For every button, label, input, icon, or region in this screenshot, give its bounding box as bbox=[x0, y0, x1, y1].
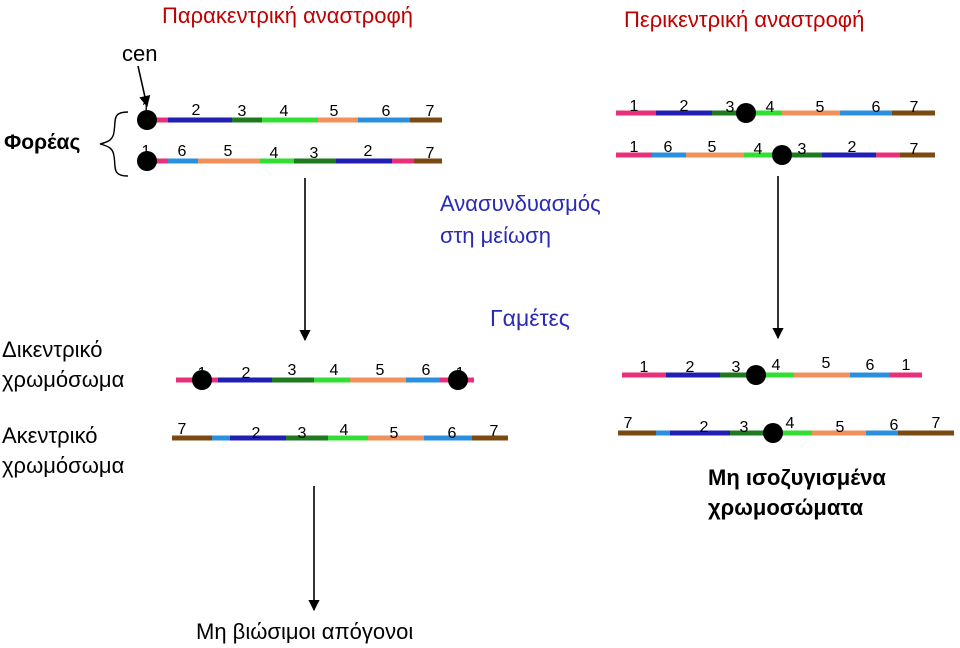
para-dicentric-label-4: 4 bbox=[330, 362, 339, 379]
para-normal-label-3: 3 bbox=[238, 103, 247, 120]
para-inverted-label-3: 5 bbox=[224, 143, 233, 160]
title-paracentric: Παρακεντρική αναστροφή bbox=[162, 3, 414, 28]
para-dicentric-label-5: 5 bbox=[376, 362, 385, 379]
para-inverted-centromere-1 bbox=[137, 151, 157, 171]
para-normal-label-4: 4 bbox=[280, 103, 289, 120]
para-dicentric-label-3: 3 bbox=[288, 362, 297, 379]
carrier-brace bbox=[99, 111, 129, 177]
peri-inverted-label-7: 7 bbox=[910, 141, 919, 158]
peri-normal-label-4: 4 bbox=[766, 99, 775, 116]
cen-pointer-arrow bbox=[137, 65, 151, 108]
peri-gamete-2-label-1: 7 bbox=[624, 415, 633, 432]
peri-inverted-label-6: 2 bbox=[848, 139, 857, 156]
dicentric-label-line1: Δικεντρικό bbox=[2, 337, 103, 362]
para-normal-centromere-1 bbox=[137, 110, 157, 130]
peri-gamete-1-label-4: 4 bbox=[772, 357, 781, 374]
acentric-label-line1: Ακεντρικό bbox=[2, 423, 98, 448]
gametes-label: Γαμέτες bbox=[490, 305, 570, 331]
peri-gamete-1-label-6: 6 bbox=[866, 357, 875, 374]
para-normal-label-6: 6 bbox=[382, 103, 391, 120]
para-inverted-label-5: 3 bbox=[310, 145, 319, 162]
para-dicentric-centromere-1 bbox=[192, 370, 212, 390]
peri-normal-label-2: 2 bbox=[680, 98, 689, 115]
para-acentric-label-4: 4 bbox=[340, 422, 349, 439]
para-acentric-label-5: 5 bbox=[390, 425, 399, 442]
unbalanced-label-line2: χρωμοσώματα bbox=[708, 495, 864, 520]
para-acentric-label-2: 2 bbox=[252, 425, 261, 442]
peri-gamete-2-label-4: 4 bbox=[786, 415, 795, 432]
peri-gamete-1-centromere-1 bbox=[746, 365, 766, 385]
peri-gamete-1-label-5: 5 bbox=[822, 355, 831, 372]
unbalanced-label-line1: Μη ισοζυγισμένα bbox=[708, 465, 886, 490]
para-inverted-label-2: 6 bbox=[178, 143, 187, 160]
para-normal-label-5: 5 bbox=[330, 103, 339, 120]
peri-gamete-2-label-7: 7 bbox=[932, 415, 941, 432]
peri-gamete-1-label-1: 1 bbox=[640, 359, 649, 376]
para-dicentric-label-2: 2 bbox=[242, 365, 251, 382]
peri-gamete-2-centromere-1 bbox=[763, 423, 783, 443]
para-acentric-label-7: 7 bbox=[490, 423, 499, 440]
peri-gamete-1-label-7: 1 bbox=[902, 357, 911, 374]
peri-inverted-centromere-1 bbox=[772, 145, 792, 165]
peri-gamete-2-label-3: 3 bbox=[740, 419, 749, 436]
para-inverted-label-6: 2 bbox=[364, 143, 373, 160]
carrier-label: Φορέας bbox=[4, 131, 81, 154]
peri-gamete-2-label-5: 5 bbox=[836, 419, 845, 436]
dicentric-label-line2: χρωμόσωμα bbox=[2, 367, 125, 392]
peri-gamete-2-label-6: 6 bbox=[890, 417, 899, 434]
para-normal-label-7: 7 bbox=[426, 103, 435, 120]
peri-gamete-1-label-2: 2 bbox=[686, 359, 695, 376]
recombination-label-line1: Ανασυνδυασμός bbox=[440, 191, 601, 216]
acentric-label-line2: χρωμόσωμα bbox=[2, 453, 125, 478]
peri-inverted-label-2: 6 bbox=[664, 139, 673, 156]
centromere-label: cen bbox=[122, 41, 158, 66]
para-normal-label-2: 2 bbox=[192, 102, 201, 119]
title-pericentric: Περικεντρική αναστροφή bbox=[624, 7, 865, 32]
para-inverted-label-7: 7 bbox=[426, 145, 435, 162]
para-acentric-label-6: 6 bbox=[448, 425, 457, 442]
para-inverted-label-4: 4 bbox=[270, 145, 279, 162]
peri-normal-label-3: 3 bbox=[726, 99, 735, 116]
para-acentric-label-1: 7 bbox=[178, 421, 187, 438]
peri-inverted-label-3: 5 bbox=[708, 139, 717, 156]
para-normal-label-1: 1 bbox=[142, 100, 151, 117]
nonviable-label: Μη βιώσιμοι απόγονοι bbox=[196, 619, 414, 644]
peri-normal-label-6: 6 bbox=[872, 99, 881, 116]
peri-inverted-label-5: 3 bbox=[798, 141, 807, 158]
peri-normal-label-1: 1 bbox=[630, 98, 639, 115]
peri-normal-label-5: 5 bbox=[816, 99, 825, 116]
peri-gamete-1-label-3: 3 bbox=[732, 359, 741, 376]
recombination-label-line2: στη μείωση bbox=[440, 223, 551, 248]
peri-normal-label-7: 7 bbox=[910, 99, 919, 116]
peri-gamete-2-label-2: 2 bbox=[700, 419, 709, 436]
para-dicentric-centromere-2 bbox=[448, 370, 468, 390]
peri-inverted-label-1: 1 bbox=[630, 139, 639, 156]
para-dicentric-label-6: 6 bbox=[422, 362, 431, 379]
para-acentric-label-3: 3 bbox=[298, 425, 307, 442]
peri-normal-centromere-1 bbox=[736, 103, 756, 123]
peri-inverted-label-4: 4 bbox=[754, 141, 763, 158]
